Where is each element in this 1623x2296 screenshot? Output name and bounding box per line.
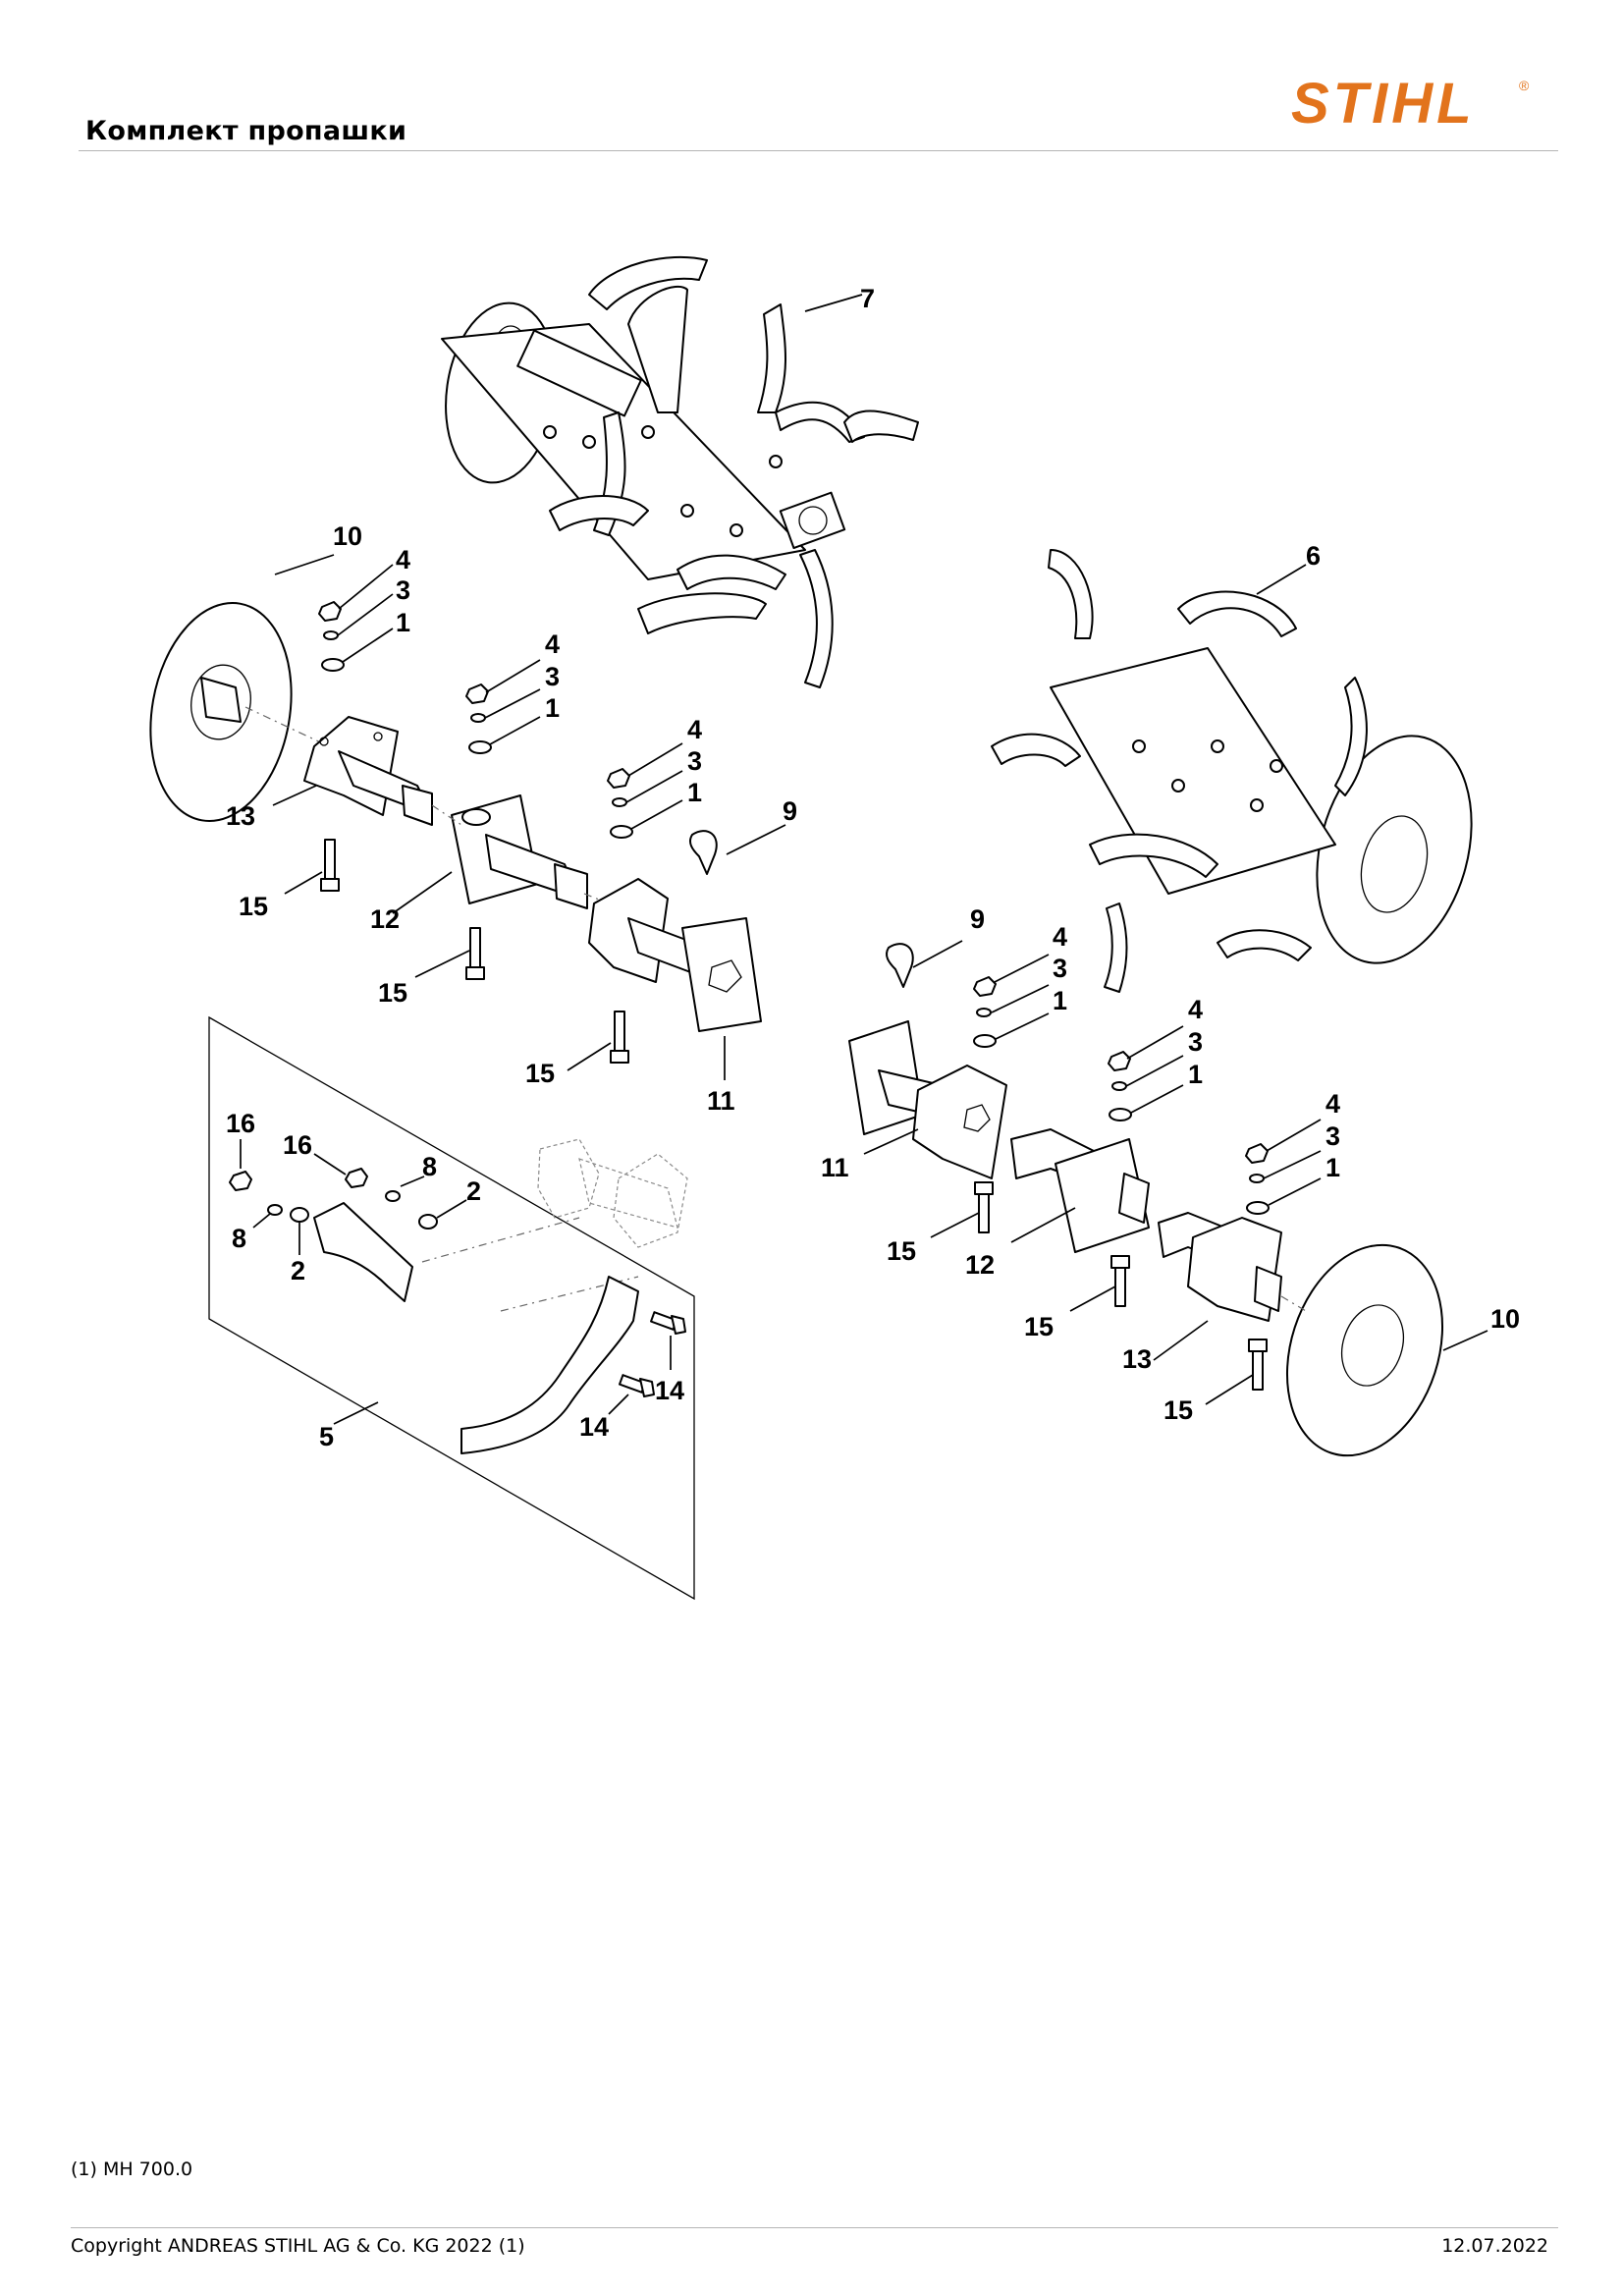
header-divider xyxy=(79,150,1558,151)
exploded-parts-diagram: 7 6 10 4 3 1 13 15 4 3 1 12 15 4 3 1 9 1… xyxy=(149,256,1520,1601)
hub-11-right xyxy=(848,1020,1007,1179)
copyright-text: Copyright ANDREAS STIHL AG & Co. KG 2022… xyxy=(71,2235,525,2257)
callout-3-left-3: 3 xyxy=(687,746,702,776)
callout-7: 7 xyxy=(860,284,875,313)
callout-5: 5 xyxy=(319,1422,334,1451)
bolt-15-c xyxy=(610,1011,629,1064)
hub-13-right xyxy=(1158,1212,1282,1322)
pin-9-left xyxy=(689,830,718,875)
model-note: (1) MH 700.0 xyxy=(71,2159,193,2180)
fastener-stack-left-2 xyxy=(465,683,492,754)
callout-4-right-1: 4 xyxy=(1053,922,1067,952)
document-date: 12.07.2022 xyxy=(1441,2235,1548,2257)
bolt-15-a xyxy=(320,839,340,892)
callout-2-b: 2 xyxy=(291,1256,305,1285)
callout-10-right: 10 xyxy=(1490,1304,1520,1334)
fastener-stack-right-2 xyxy=(1108,1051,1132,1121)
callout-2-a: 2 xyxy=(466,1176,481,1206)
fastener-stack-right-3 xyxy=(1245,1143,1270,1215)
bolt-15-b xyxy=(465,927,485,980)
callout-3-left-2: 3 xyxy=(545,662,560,691)
footer-divider xyxy=(71,2227,1558,2228)
callout-10-left: 10 xyxy=(333,521,362,551)
washer-2-a xyxy=(418,1214,438,1230)
bolt-14-a xyxy=(650,1311,686,1335)
registered-mark: ® xyxy=(1519,78,1530,93)
callout-14-b: 14 xyxy=(579,1412,609,1442)
bolt-14-b xyxy=(619,1374,655,1397)
fastener-stack-left-3 xyxy=(607,768,633,839)
callout-16-a: 16 xyxy=(226,1109,255,1138)
washer-2-b xyxy=(290,1207,309,1223)
hub-12-left xyxy=(451,794,588,909)
pin-9-right xyxy=(886,943,914,988)
hub-11-left xyxy=(588,878,762,1032)
callout-15-right-1: 15 xyxy=(887,1236,916,1266)
hub-12-right xyxy=(1010,1128,1150,1253)
callout-11-right: 11 xyxy=(821,1153,849,1182)
kit-5-panel xyxy=(208,1015,695,1601)
callout-labels: 7 6 10 4 3 1 13 15 4 3 1 12 15 4 3 1 9 1… xyxy=(226,284,1520,1451)
callout-4-right-2: 4 xyxy=(1188,995,1203,1024)
washer-8-a xyxy=(385,1190,401,1202)
callout-9-left: 9 xyxy=(783,796,797,826)
bolt-15-e xyxy=(1110,1255,1130,1307)
fastener-stack-left-1 xyxy=(318,601,345,672)
callout-15-left-3: 15 xyxy=(525,1059,555,1088)
callout-4-left-3: 4 xyxy=(687,715,702,744)
callout-12-right: 12 xyxy=(965,1250,995,1280)
disc-10-right xyxy=(1285,1243,1444,1457)
callout-11-left: 11 xyxy=(707,1086,735,1116)
callout-1-right-2: 1 xyxy=(1188,1060,1203,1089)
nut-16-a xyxy=(229,1171,252,1191)
callout-3-right-2: 3 xyxy=(1188,1027,1203,1057)
callout-1-left-1: 1 xyxy=(396,608,410,637)
leaders-left xyxy=(272,294,1307,1080)
callout-9-right: 9 xyxy=(970,904,985,934)
callout-16-b: 16 xyxy=(283,1130,312,1160)
callout-3-right-1: 3 xyxy=(1053,954,1067,983)
callout-3-left-1: 3 xyxy=(396,575,410,605)
bolt-15-d xyxy=(974,1181,994,1233)
callout-3-right-3: 3 xyxy=(1325,1121,1340,1151)
callout-8-a: 8 xyxy=(422,1152,437,1181)
callout-1-right-1: 1 xyxy=(1053,986,1067,1015)
callout-8-b: 8 xyxy=(232,1224,246,1253)
callout-14-a: 14 xyxy=(655,1376,684,1405)
brand-wordmark: STIHL xyxy=(1291,72,1476,136)
disc-10-left xyxy=(149,602,293,822)
callout-1-left-2: 1 xyxy=(545,693,560,723)
page-title: Комплект пропашки xyxy=(85,116,407,146)
bolt-15-f xyxy=(1248,1339,1268,1391)
callout-13-left: 13 xyxy=(226,801,255,831)
callout-6: 6 xyxy=(1306,541,1321,571)
callout-4-left-2: 4 xyxy=(545,629,560,659)
callout-15-left-1: 15 xyxy=(239,892,268,921)
callout-13-right: 13 xyxy=(1122,1344,1152,1374)
callout-15-left-2: 15 xyxy=(378,978,407,1008)
callout-15-right-2: 15 xyxy=(1024,1312,1054,1341)
nut-16-b xyxy=(345,1168,368,1188)
tine-assembly-7 xyxy=(441,256,919,688)
callout-12-left: 12 xyxy=(370,904,400,934)
tine-assembly-6 xyxy=(991,549,1473,993)
washer-8-b xyxy=(267,1204,283,1216)
callout-15-right-3: 15 xyxy=(1163,1395,1193,1425)
leaders-right xyxy=(863,940,1488,1405)
callout-1-right-3: 1 xyxy=(1325,1153,1340,1182)
stihl-logo: STIHL ® xyxy=(1291,72,1530,136)
callout-1-left-3: 1 xyxy=(687,778,702,807)
callout-4-left-1: 4 xyxy=(396,545,410,574)
hub-13-left xyxy=(303,716,433,826)
callout-4-right-3: 4 xyxy=(1325,1089,1340,1119)
fastener-stack-right-1 xyxy=(973,976,997,1048)
